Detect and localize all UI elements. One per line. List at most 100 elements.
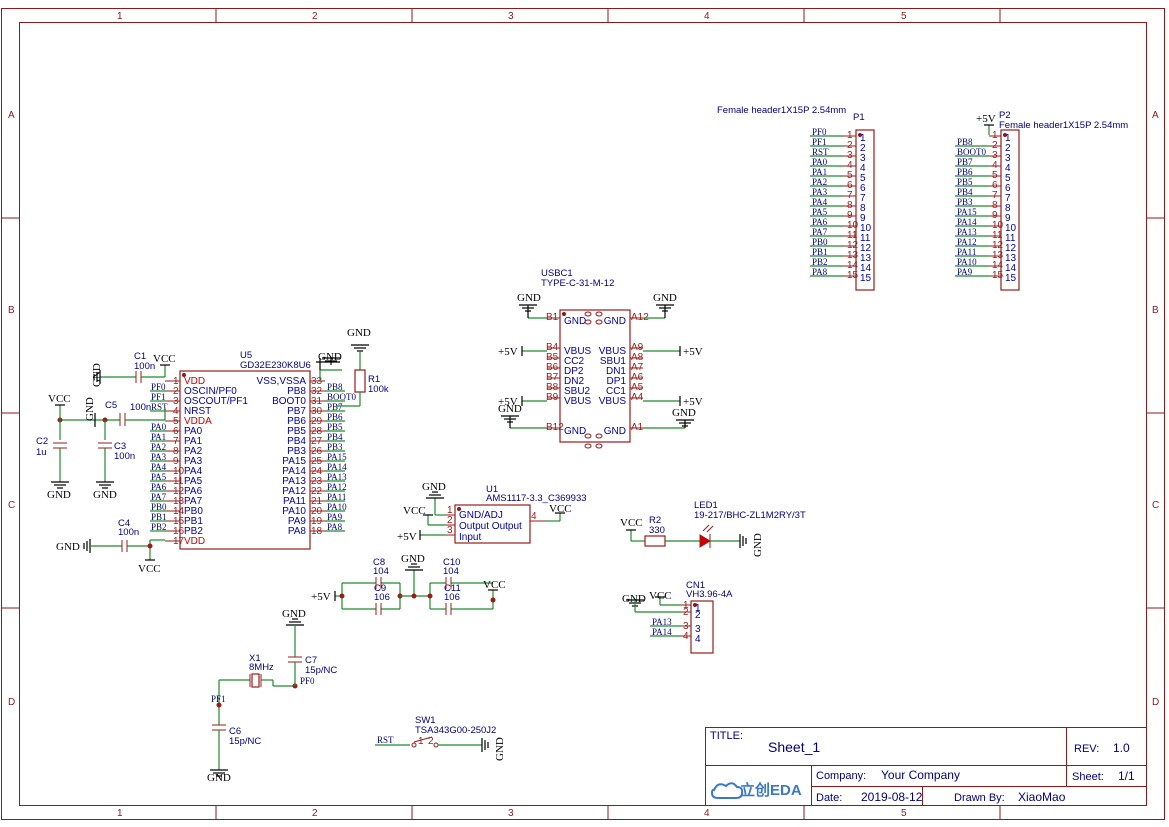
- header-pin-name: 9: [860, 213, 866, 224]
- c8-value: 104: [373, 566, 389, 577]
- header-pin-name: 4: [860, 163, 866, 174]
- header-pin-name: 14: [860, 263, 872, 274]
- net-label: PA5: [812, 207, 828, 217]
- c4-value: 100n: [118, 527, 139, 538]
- svg-text:4: 4: [531, 511, 537, 522]
- vcc-label: VCC: [138, 563, 161, 575]
- zone-column-label: 1: [117, 11, 123, 22]
- usb-pin-number: B8: [546, 382, 559, 393]
- u5-pin-name: PA2: [184, 446, 203, 457]
- header-pin-number: 13: [992, 250, 1004, 261]
- u5-pin-number: 9: [173, 456, 179, 467]
- usb-pin-name: VBUS: [564, 346, 592, 357]
- usb-pin-number: B4: [546, 342, 559, 353]
- svg-text:1: 1: [447, 505, 453, 516]
- header-pin-number: 8: [992, 200, 998, 211]
- header-pin-number: 11: [992, 230, 1003, 241]
- usb-pin-number: A5: [631, 382, 644, 393]
- zone-column-label: 2: [312, 11, 318, 22]
- usb-5v-right-a4: +5V: [643, 396, 703, 408]
- gnd-label: GND: [282, 608, 306, 620]
- u5-pin-name: PA8: [288, 526, 307, 537]
- cn1-pin-number: 4: [683, 631, 689, 642]
- r2-ref: R2: [649, 515, 661, 526]
- company-label: Company:: [816, 770, 866, 782]
- header-pin-number: 8: [847, 200, 853, 211]
- gnd-label: GND: [653, 292, 677, 304]
- net-label: BOOT0: [327, 392, 356, 402]
- reset-switch-sw1[interactable]: SW1 TSA343G00-250J2 RST 1 2 GND: [375, 715, 506, 761]
- u5-pin-number: 17: [173, 536, 185, 547]
- net-label: PA15: [957, 207, 977, 217]
- header-pin-name: 15: [1005, 273, 1017, 284]
- c5-vdda-circuit: C5 100n VCC GND: [48, 393, 166, 440]
- usb-pin-name: VBUS: [564, 396, 592, 407]
- date-label: Date:: [816, 792, 842, 804]
- net-label: PB6: [957, 167, 973, 177]
- header-pin-name: 8: [1005, 203, 1011, 214]
- net-label: PF0: [812, 127, 827, 137]
- x1-ref: X1: [249, 653, 261, 664]
- u5-pin-name: PB4: [287, 436, 306, 447]
- p5v-label: +5V: [976, 113, 996, 125]
- header-pin-name: 7: [860, 193, 866, 204]
- header-pin-number: 4: [847, 160, 853, 171]
- u5-pin-number: 25: [311, 456, 323, 467]
- net-label: PA10: [327, 502, 347, 512]
- u1-value: AMS1117-3.3_C369933: [486, 493, 587, 504]
- u5-pin-number: 11: [173, 476, 184, 487]
- u5-pin-name: PA13: [282, 476, 306, 487]
- company-value: Your Company: [881, 768, 960, 782]
- usb-pin-name: GND: [604, 426, 626, 437]
- u5-pin-number: 27: [311, 436, 323, 447]
- net-label: PA14: [327, 462, 347, 472]
- net-label: PB5: [327, 422, 343, 432]
- cn1-pin-number: 3: [683, 621, 689, 632]
- net-label: PA10: [957, 257, 977, 267]
- p5v-label: +5V: [683, 396, 703, 408]
- sheet-value: 1/1: [1118, 769, 1135, 783]
- net-label: PB0: [812, 237, 828, 247]
- c10-value: 104: [443, 566, 459, 577]
- header-pin-number: 9: [992, 210, 998, 221]
- net-label: PA14: [652, 627, 672, 637]
- c2-circuit: C2 1u GND: [36, 436, 71, 501]
- c5-value: 100n: [130, 402, 151, 413]
- usb-pin-number: A4: [631, 392, 644, 403]
- u5-pin-number: 23: [311, 476, 323, 487]
- u5-pin-name: PA4: [184, 466, 203, 477]
- u5-pin-number: 21: [311, 496, 323, 507]
- net-label: PA3: [151, 452, 167, 462]
- ldo-u1[interactable]: U1 AMS1117-3.3_C369933 GND/ADJ Output Ou…: [397, 481, 587, 544]
- u5-pin-name: OSCIN/PF0: [184, 386, 237, 397]
- net-label: PA0: [151, 422, 167, 432]
- header-pin-number: 9: [847, 210, 853, 221]
- usb-pin-number: A9: [631, 342, 644, 353]
- led1-ref: LED1: [694, 500, 718, 511]
- gnd-label: GND: [422, 481, 446, 493]
- header-pin-number: 15: [847, 270, 859, 281]
- header-pin-name: 11: [860, 233, 871, 244]
- header-pin-number: 1: [992, 130, 998, 141]
- zone-row-label: C: [8, 500, 15, 511]
- header-pin-number: 10: [992, 220, 1004, 231]
- net-label: PF1: [151, 392, 166, 402]
- zone-column-label: 3: [508, 11, 514, 22]
- usb-pin-number: A7: [631, 362, 644, 373]
- usb-pin-number: A8: [631, 352, 644, 363]
- u5-pin-number: 12: [173, 486, 185, 497]
- u5-pin-number: 14: [173, 506, 185, 517]
- c2-value: 1u: [36, 447, 47, 458]
- header-pin-number: 12: [992, 240, 1004, 251]
- net-label: PA15: [327, 452, 347, 462]
- header-pin-number: 3: [847, 150, 853, 161]
- c8-ref: C8: [373, 557, 385, 568]
- u5-pin-name: PB6: [287, 416, 306, 427]
- cn1-pin-name: 4: [695, 634, 701, 645]
- u5-pin-number: 31: [311, 396, 323, 407]
